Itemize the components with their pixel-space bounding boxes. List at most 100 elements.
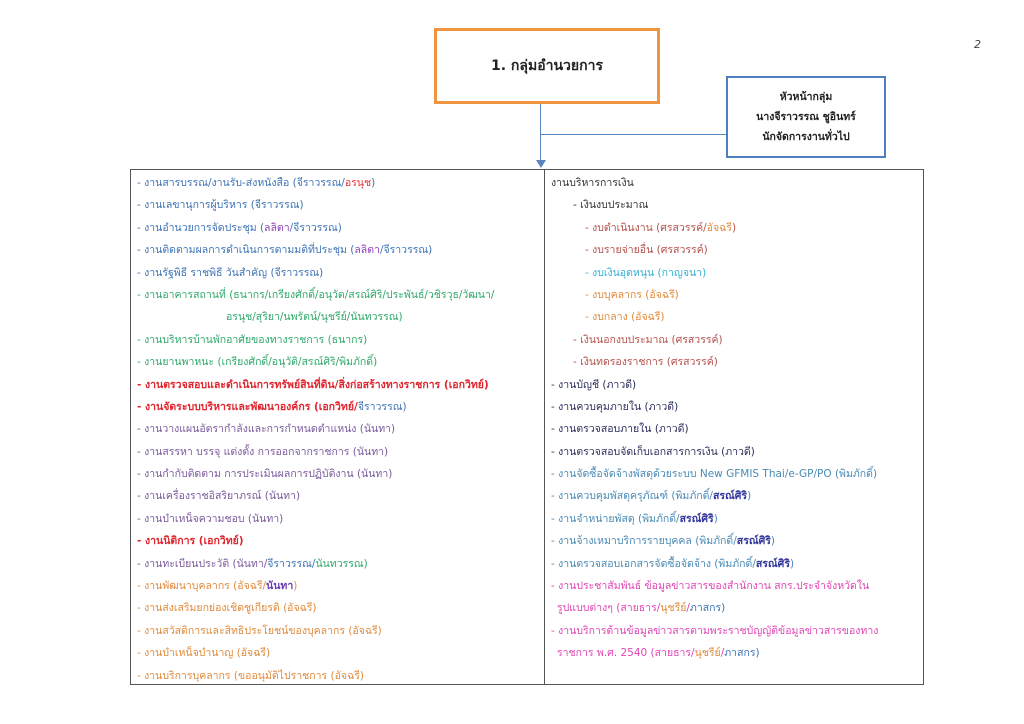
left-duty-line: อรนุช/สุริยา/นพรัตน์/นุชรีย์/นันทวรรณ)	[131, 306, 543, 328]
duty-text-segment: - งานบริการบุคลากร (ขออนุมัติไปราชการ (อ…	[137, 669, 364, 682]
duty-text-segment: - งานควบคุมภายใน (ภาวดี)	[551, 400, 679, 413]
left-duty-line: - งานนิติการ (เอกวิทย์)	[131, 530, 543, 552]
right-duty-line: - งานตรวจสอบจัดเก็บเอกสารการเงิน (ภาวดี)	[545, 441, 923, 463]
duty-text-segment: - งานตรวจสอบและดำเนินการทรัพย์สินที่ดิน/…	[137, 378, 489, 391]
duty-text-segment: ภาสกร)	[724, 647, 760, 660]
left-duty-line: - งานอาคารสถานที่ (ธนากร/เกรียงศักดิ์/อน…	[131, 284, 543, 306]
duty-text-segment: นุชรีย์	[694, 647, 721, 660]
duty-text-segment: จีราวรรณ)	[357, 400, 407, 413]
right-duty-line: งานบริหารการเงิน	[545, 172, 923, 194]
duty-text-segment: ราชการ พ.ศ. 2540 (สายธาร/	[557, 647, 695, 660]
left-duty-line: - งานบริการบุคลากร (ขออนุมัติไปราชการ (อ…	[131, 665, 543, 687]
right-duty-line: - งานควบคุมภายใน (ภาวดี)	[545, 396, 923, 418]
duty-text-segment: - เงินทดรองราชการ (ศรสวรรค์)	[573, 356, 718, 369]
duty-table: - งานสารบรรณ/งานรับ-ส่งหนังสือ (จีราวรรณ…	[130, 169, 924, 685]
duty-text-segment: - งานจ้างเหมาบริการรายบุคคล (พิมภักดิ์/	[551, 535, 737, 548]
duty-text-segment: สรณ์ศิริ	[712, 490, 748, 503]
left-duty-line: - งานบำเหน็จความชอบ (นันทา)	[131, 508, 543, 530]
right-duty-line: รูปแบบต่างๆ (สายธาร/นุชรีย์/ภาสกร)	[545, 597, 923, 619]
left-duty-line: - งานตรวจสอบและดำเนินการทรัพย์สินที่ดิน/…	[131, 374, 543, 396]
right-duty-line: - งานประชาสัมพันธ์ ข้อมูลข่าวสารของสำนัก…	[545, 575, 923, 597]
duty-text-segment: ลลิตา	[264, 221, 290, 234]
arrow-down-icon	[536, 160, 546, 168]
duty-text-segment: - งานกำกับติดตาม การประเมินผลการปฏิบัติง…	[137, 468, 393, 481]
left-duty-line: - งานอำนวยการจัดประชุม (ลลิตา/จีราวรรณ)	[131, 217, 543, 239]
left-duty-line: - งานสรรหา บรรจุ แต่งตั้ง การออกจากราชกา…	[131, 441, 543, 463]
duty-text-segment: - งานจำหน่ายพัสดุ (พิมภักดิ์/	[551, 512, 680, 525]
group-title: 1. กลุ่มอำนวยการ	[491, 58, 603, 74]
left-duty-line: - งานจัดระบบบริหารและพัฒนาองค์กร (เอกวิท…	[131, 396, 543, 418]
connector-horizontal	[541, 134, 726, 135]
duty-text-segment: - งานสรรหา บรรจุ แต่งตั้ง การออกจากราชกา…	[137, 445, 389, 458]
left-duty-line: - งานพัฒนาบุคลากร (อัจฉรี/นันทา)	[131, 575, 543, 597]
right-duty-line: - งานควบคุมพัสดุครุภัณฑ์ (พิมภักดิ์/สรณ์…	[545, 485, 923, 507]
duty-text-segment: - งานส่งเสริมยกย่องเชิดชูเกียรติ (อัจฉรี…	[137, 602, 317, 615]
duty-text-segment: - งบบุคลากร (อัจฉรี)	[585, 288, 679, 301]
duty-text-segment: - งานตรวจสอบภายใน (ภาวดี)	[551, 423, 689, 436]
right-duty-line: - งานตรวจสอบภายใน (ภาวดี)	[545, 418, 923, 440]
duty-text-segment: )	[770, 535, 775, 548]
duty-text-segment: - งานจัดระบบบริหารและพัฒนาองค์กร (เอกวิท…	[137, 400, 358, 413]
right-duty-column: งานบริหารการเงิน - เงินงบประมาณ - งบดำเนิน…	[544, 170, 923, 684]
left-duty-line: - งานส่งเสริมยกย่องเชิดชูเกียรติ (อัจฉรี…	[131, 597, 543, 619]
left-duty-line: - งานเครื่องราชอิสริยาภรณ์ (นันทา)	[131, 485, 543, 507]
right-duty-line: ราชการ พ.ศ. 2540 (สายธาร/นุชรีย์/ภาสกร)	[545, 642, 923, 664]
duty-text-segment: - งานตรวจสอบจัดเก็บเอกสารการเงิน (ภาวดี)	[551, 445, 755, 458]
duty-text-segment: - งานบำเหน็จบำนาญ (อัจฉรี)	[137, 647, 271, 660]
duty-text-segment: - งบรายจ่ายอื่น (ศรสวรรค์)	[585, 244, 708, 257]
duty-text-segment: - งานรัฐพิธี ราชพิธี วันสำคัญ (จีราวรรณ)	[137, 266, 324, 279]
duty-text-segment: )	[713, 512, 718, 525]
left-duty-line: - งานบำเหน็จบำนาญ (อัจฉรี)	[131, 642, 543, 664]
duty-text-segment: - งานยานพาหนะ (เกรียงศักดิ์/อนุวัติ/สรณ์…	[137, 356, 378, 369]
duty-text-segment: ลลิตา	[354, 244, 380, 257]
duty-text-segment: /	[686, 602, 690, 615]
duty-text-segment: รูปแบบต่างๆ (สายธาร/	[557, 602, 661, 615]
duty-text-segment: สรณ์ศิริ	[679, 512, 714, 525]
left-duty-line: - งานบริหารบ้านพักอาศัยของทางราชการ (ธนา…	[131, 329, 543, 351]
left-duty-line: - งานเลขานุการผู้บริหาร (จีราวรรณ)	[131, 194, 543, 216]
duty-text-segment: - งานบริหารบ้านพักอาศัยของทางราชการ (ธนา…	[137, 333, 368, 346]
left-duty-line: - งานสวัสดิการและสิทธิประโยชน์ของบุคลากร…	[131, 620, 543, 642]
duty-text-segment: )	[731, 221, 737, 234]
duty-text-segment: - งานประชาสัมพันธ์ ข้อมูลข่าวสารของสำนัก…	[551, 580, 870, 593]
duty-text-segment: - งานสวัสดิการและสิทธิประโยชน์ของบุคลากร…	[137, 624, 382, 637]
right-duty-line: - งานตรวจสอบเอกสารจัดซื้อจัดจ้าง (พิมภัก…	[545, 553, 923, 575]
right-duty-line: - งานบริการด้านข้อมูลข่าวสารตามพระราชบัญ…	[545, 620, 923, 642]
duty-text-segment: - งบกลาง (อัจฉรี)	[585, 311, 665, 324]
page-number: 2	[974, 38, 981, 51]
left-duty-line: - งานยานพาหนะ (เกรียงศักดิ์/อนุวัติ/สรณ์…	[131, 351, 543, 373]
connector-vertical	[540, 104, 541, 162]
duty-text-segment: - งานเลขานุการผู้บริหาร (จีราวรรณ)	[137, 199, 304, 212]
right-duty-line: - งบรายจ่ายอื่น (ศรสวรรค์)	[545, 239, 923, 261]
duty-text-segment: )	[789, 557, 795, 570]
duty-text-segment: - งานนิติการ (เอกวิทย์)	[137, 535, 244, 548]
duty-text-segment: /	[720, 647, 725, 660]
right-duty-line: - งานจัดซื้อจัดจ้างพัสดุด้วยระบบ New GFM…	[545, 463, 923, 485]
duty-text-segment: - งานพัฒนาบุคลากร (อัจฉรี/	[137, 580, 267, 593]
duty-text-segment: อรนุช/สุริยา/นพรัตน์/นุชรีย์/นันทวรรณ)	[226, 311, 403, 324]
head-role: หัวหน้ากลุ่ม	[779, 91, 833, 103]
right-duty-line: - เงินนอกงบประมาณ (ศรสวรรค์)	[545, 329, 923, 351]
right-duty-line: - เงินทดรองราชการ (ศรสวรรค์)	[545, 351, 923, 373]
duty-text-segment: - งานจัดซื้อจัดจ้างพัสดุด้วยระบบ New GFM…	[551, 468, 878, 481]
duty-text-segment: สรณ์ศิริ	[736, 535, 771, 548]
left-duty-line: - งานรัฐพิธี ราชพิธี วันสำคัญ (จีราวรรณ)	[131, 262, 543, 284]
head-position: นักจัดการงานทั่วไป	[762, 131, 850, 143]
head-name: นางจีราวรรณ ชูอินทร์	[756, 111, 856, 123]
duty-text-segment: - งานบริการด้านข้อมูลข่าวสารตามพระราชบัญ…	[551, 624, 879, 637]
duty-text-segment: - งบเงินอุดหนุน (กาญจนา)	[585, 266, 707, 279]
duty-text-segment: - งานวางแผนอัตรากำลังและการกำหนดตำแหน่ง …	[137, 423, 396, 436]
left-duty-line: - งานทะเบียนประวัติ (นันทา/จีราวรรณ/นันท…	[131, 553, 543, 575]
duty-text-segment: อัจฉรี	[706, 221, 732, 234]
right-duty-line: - งานจำหน่ายพัสดุ (พิมภักดิ์/สรณ์ศิริ)	[545, 508, 923, 530]
duty-text-segment: - งานติดตามผลการดำเนินการตามมติที่ประชุม…	[137, 244, 355, 257]
duty-text-segment: - งานบำเหน็จความชอบ (นันทา)	[137, 512, 284, 525]
duty-text-segment: - งานสารบรรณ/งานรับ-ส่งหนังสือ (จีราวรรณ…	[137, 177, 345, 189]
group-head-box: หัวหน้ากลุ่ม นางจีราวรรณ ชูอินทร์ นักจัด…	[726, 76, 886, 158]
duty-text-segment: - งบดำเนินงาน (ศรสวรรค์/	[585, 221, 707, 234]
left-duty-line: - งานกำกับติดตาม การประเมินผลการปฏิบัติง…	[131, 463, 543, 485]
duty-text-segment: - งานทะเบียนประวัติ (นันทา/	[137, 557, 268, 570]
right-duty-line: - งบดำเนินงาน (ศรสวรรค์/อัจฉรี)	[545, 217, 923, 239]
duty-text-segment: )	[371, 177, 376, 189]
duty-text-segment: - เงินงบประมาณ	[573, 199, 649, 212]
